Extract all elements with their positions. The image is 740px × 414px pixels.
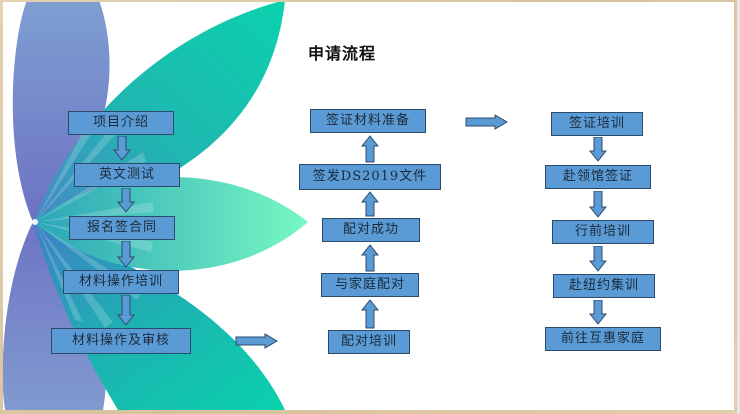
arrow-down-icon (589, 246, 607, 272)
step-sign-contract: 报名签合同 (69, 216, 175, 240)
arrow-down-icon (117, 295, 135, 326)
step-predeparture-training: 行前培训 (552, 220, 654, 244)
arrow-down-icon (589, 137, 607, 162)
slide: 申请流程 项目介绍 英文测试 报名签合同 材料操作培训 材料操作及审核 签证材料… (3, 2, 734, 410)
step-consulate-visa: 赴领馆签证 (545, 165, 651, 189)
petal-lower-blue (3, 222, 107, 410)
step-host-family: 前往互惠家庭 (545, 327, 661, 351)
flower-center (32, 219, 38, 225)
arrow-right-icon (235, 333, 278, 349)
step-newyork-training: 赴纽约集训 (553, 274, 655, 298)
step-match-success: 配对成功 (322, 218, 420, 242)
step-issue-ds2019: 签发DS2019文件 (299, 164, 441, 190)
arrow-down-icon (117, 241, 135, 268)
petal-lower-teal (33, 222, 285, 410)
step-project-intro: 项目介绍 (68, 111, 174, 135)
step-family-match: 与家庭配对 (321, 273, 419, 297)
arrow-up-icon (361, 135, 379, 163)
arrow-up-icon (361, 191, 379, 217)
step-material-training: 材料操作培训 (63, 270, 179, 294)
scrollbar[interactable] (737, 0, 740, 414)
step-visa-training: 签证培训 (551, 112, 643, 136)
arrow-up-icon (361, 299, 379, 329)
arrow-down-icon (117, 188, 135, 213)
petal-upper-blue (12, 2, 110, 222)
arrow-up-icon (361, 244, 379, 272)
arrow-down-icon (589, 300, 607, 325)
step-match-training: 配对培训 (328, 330, 410, 354)
arrow-down-icon (589, 191, 607, 218)
arrow-right-icon (465, 114, 508, 130)
step-english-test: 英文测试 (74, 163, 180, 187)
page-title: 申请流程 (308, 44, 377, 63)
step-visa-materials: 签证材料准备 (310, 109, 426, 133)
arrow-down-icon (113, 136, 131, 161)
step-material-review: 材料操作及审核 (51, 328, 191, 354)
